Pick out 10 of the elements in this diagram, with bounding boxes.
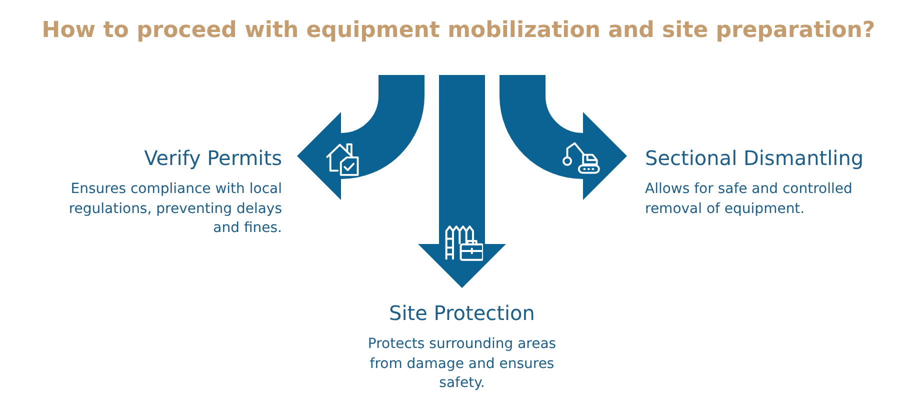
description: Ensures compliance with local regulations, preventing delays and fines.: [68, 180, 282, 238]
arrow: [500, 73, 627, 200]
arrow: [418, 75, 506, 288]
description: Allows for safe and controlled removal of equipment.: [645, 180, 854, 218]
heading: Verify Permits: [144, 146, 282, 170]
title: How to proceed with equipment mobilization and site preparation?: [42, 17, 876, 45]
arrow: [297, 73, 424, 200]
description: Protects surrounding areas from damage and ensures safety.: [366, 335, 558, 393]
heading: Site Protection: [389, 301, 535, 325]
heading: Sectional Dismantling: [645, 146, 864, 170]
